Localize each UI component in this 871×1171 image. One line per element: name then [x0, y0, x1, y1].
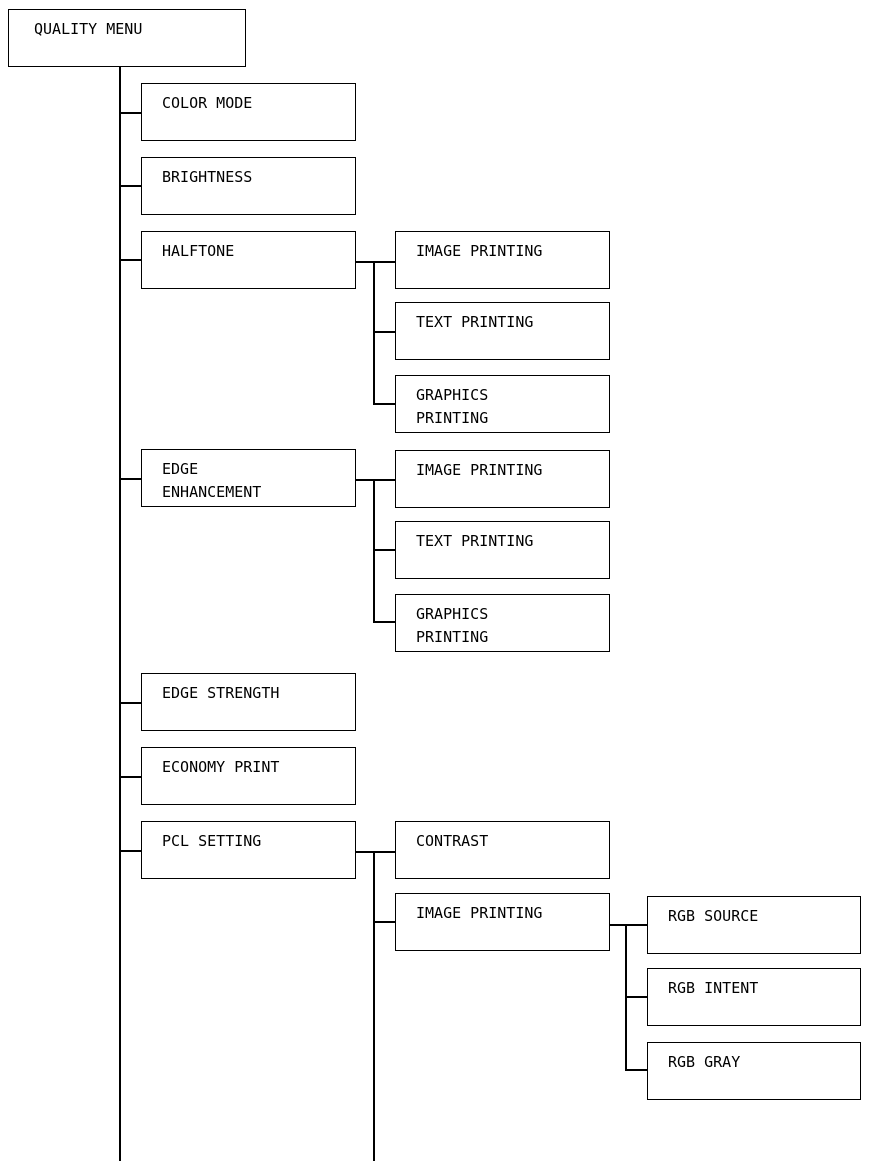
menu-item-label: PCL SETTING: [162, 832, 262, 850]
menu-item-label: EDGE STRENGTH: [162, 684, 280, 702]
menu-item-label: BRIGHTNESS: [162, 168, 253, 186]
root-quality-menu[interactable]: QUALITY MENU: [8, 9, 246, 67]
edge-trunk: [373, 479, 375, 623]
edge-out-line: [355, 479, 395, 481]
halftone-branch-graphics: [373, 403, 395, 405]
menu-item-label: EDGE ENHANCEMENT: [162, 460, 262, 501]
edge-branch-graphics: [373, 621, 395, 623]
rgb-source[interactable]: RGB SOURCE: [647, 896, 861, 954]
pcl-out-line: [355, 851, 395, 853]
menu-item-label: ECONOMY PRINT: [162, 758, 280, 776]
submenu-item-label: TEXT PRINTING: [416, 313, 534, 331]
edge-graphics-printing[interactable]: GRAPHICS PRINTING: [395, 594, 610, 652]
edge-image-printing[interactable]: IMAGE PRINTING: [395, 450, 610, 508]
submenu-item-label: GRAPHICS PRINTING: [416, 605, 489, 646]
halftone-branch-text: [373, 331, 395, 333]
halftone-graphics-printing[interactable]: GRAPHICS PRINTING: [395, 375, 610, 433]
menu-item-label: COLOR MODE: [162, 94, 253, 112]
menu-item-label: HALFTONE: [162, 242, 235, 260]
submenu-item-label: TEXT PRINTING: [416, 532, 534, 550]
menu-item-color-mode[interactable]: COLOR MODE: [141, 83, 356, 141]
submenu-item-label: RGB SOURCE: [668, 907, 759, 925]
pcl-trunk: [373, 851, 375, 1161]
root-label: QUALITY MENU: [34, 20, 143, 38]
pcl-image-out-line: [609, 924, 647, 926]
halftone-out-line: [355, 261, 395, 263]
submenu-item-label: RGB INTENT: [668, 979, 759, 997]
menu-item-brightness[interactable]: BRIGHTNESS: [141, 157, 356, 215]
branch-edge-enhancement: [119, 478, 141, 480]
rgb-gray[interactable]: RGB GRAY: [647, 1042, 861, 1100]
pcl-branch-image: [373, 921, 395, 923]
edge-text-printing[interactable]: TEXT PRINTING: [395, 521, 610, 579]
rgb-intent[interactable]: RGB INTENT: [647, 968, 861, 1026]
halftone-text-printing[interactable]: TEXT PRINTING: [395, 302, 610, 360]
menu-item-halftone[interactable]: HALFTONE: [141, 231, 356, 289]
submenu-item-label: RGB GRAY: [668, 1053, 741, 1071]
pcl-image-branch-intent: [625, 996, 647, 998]
pcl-image-printing[interactable]: IMAGE PRINTING: [395, 893, 610, 951]
submenu-item-label: GRAPHICS PRINTING: [416, 386, 489, 427]
branch-economy-print: [119, 776, 141, 778]
submenu-item-label: IMAGE PRINTING: [416, 904, 543, 922]
menu-item-edge-strength[interactable]: EDGE STRENGTH: [141, 673, 356, 731]
branch-halftone: [119, 259, 141, 261]
menu-item-economy-print[interactable]: ECONOMY PRINT: [141, 747, 356, 805]
trunk-line-main: [119, 66, 121, 1161]
submenu-item-label: CONTRAST: [416, 832, 489, 850]
edge-branch-text: [373, 549, 395, 551]
branch-edge-strength: [119, 702, 141, 704]
pcl-image-branch-gray: [625, 1069, 647, 1071]
menu-item-edge-enhancement[interactable]: EDGE ENHANCEMENT: [141, 449, 356, 507]
submenu-item-label: IMAGE PRINTING: [416, 242, 543, 260]
branch-color-mode: [119, 112, 141, 114]
pcl-contrast[interactable]: CONTRAST: [395, 821, 610, 879]
halftone-image-printing[interactable]: IMAGE PRINTING: [395, 231, 610, 289]
branch-brightness: [119, 185, 141, 187]
branch-pcl-setting: [119, 850, 141, 852]
submenu-item-label: IMAGE PRINTING: [416, 461, 543, 479]
menu-item-pcl-setting[interactable]: PCL SETTING: [141, 821, 356, 879]
